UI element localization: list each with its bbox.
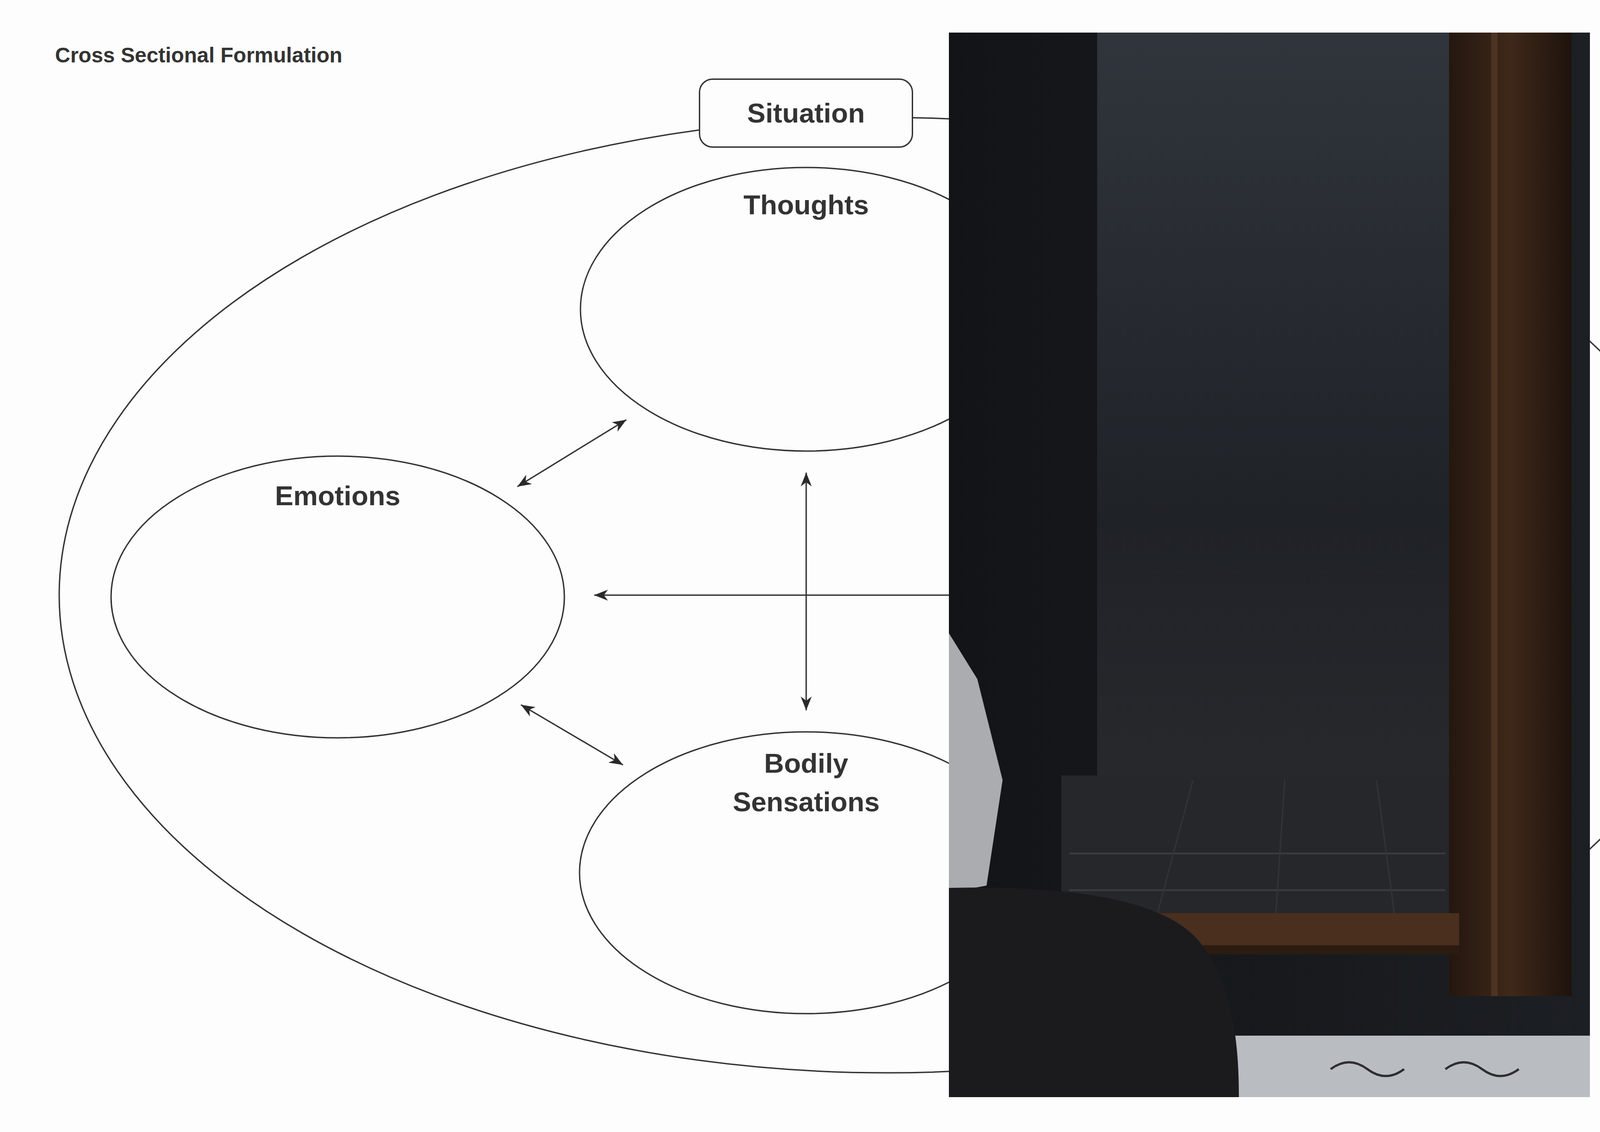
diagram-title: Cross Sectional Formulation [55,42,343,68]
ellipse-outline [111,456,565,738]
situation-box: Situation [698,78,914,148]
sensations-ellipse: Bodily Sensations [578,730,1034,1015]
photo [948,32,1590,1098]
thoughts-ellipse: Thoughts [579,166,1033,452]
ellipse-outline [580,167,949,452]
connector-arrow [805,472,808,711]
connector-arrow [517,419,627,487]
node-heading: Emotions [241,476,435,516]
emotions-ellipse: Emotions [110,455,566,739]
behaviour-arrow [594,594,949,597]
node-heading: Thoughts [709,185,903,225]
node-heading: Situation [747,96,865,130]
ellipse-outline [579,731,949,1014]
connector-arrow [520,704,623,765]
node-heading: Bodily Sensations [723,744,889,822]
